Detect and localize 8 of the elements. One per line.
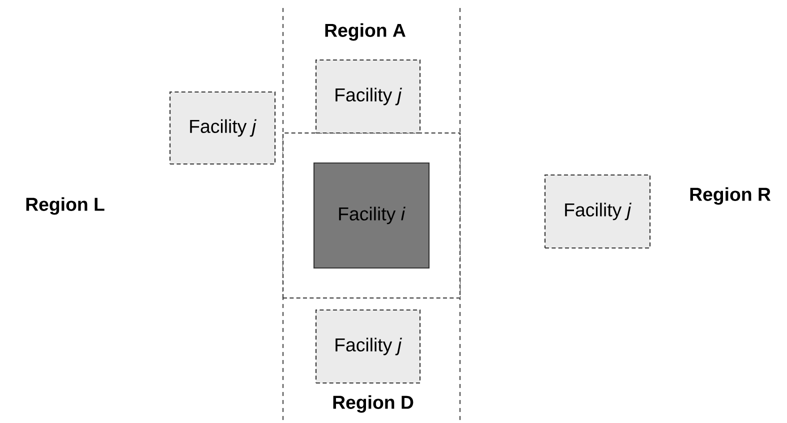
region-label: Region A: [325, 23, 406, 41]
facility-box: Facility j: [315, 59, 421, 134]
facility-box: Facility j: [544, 174, 651, 249]
facility-box: Facility j: [315, 309, 421, 384]
facility-box: Facility i: [313, 162, 430, 269]
facility-box: Facility j: [169, 91, 276, 165]
region-label: Region R: [690, 187, 771, 205]
region-label: Region L: [26, 197, 104, 215]
